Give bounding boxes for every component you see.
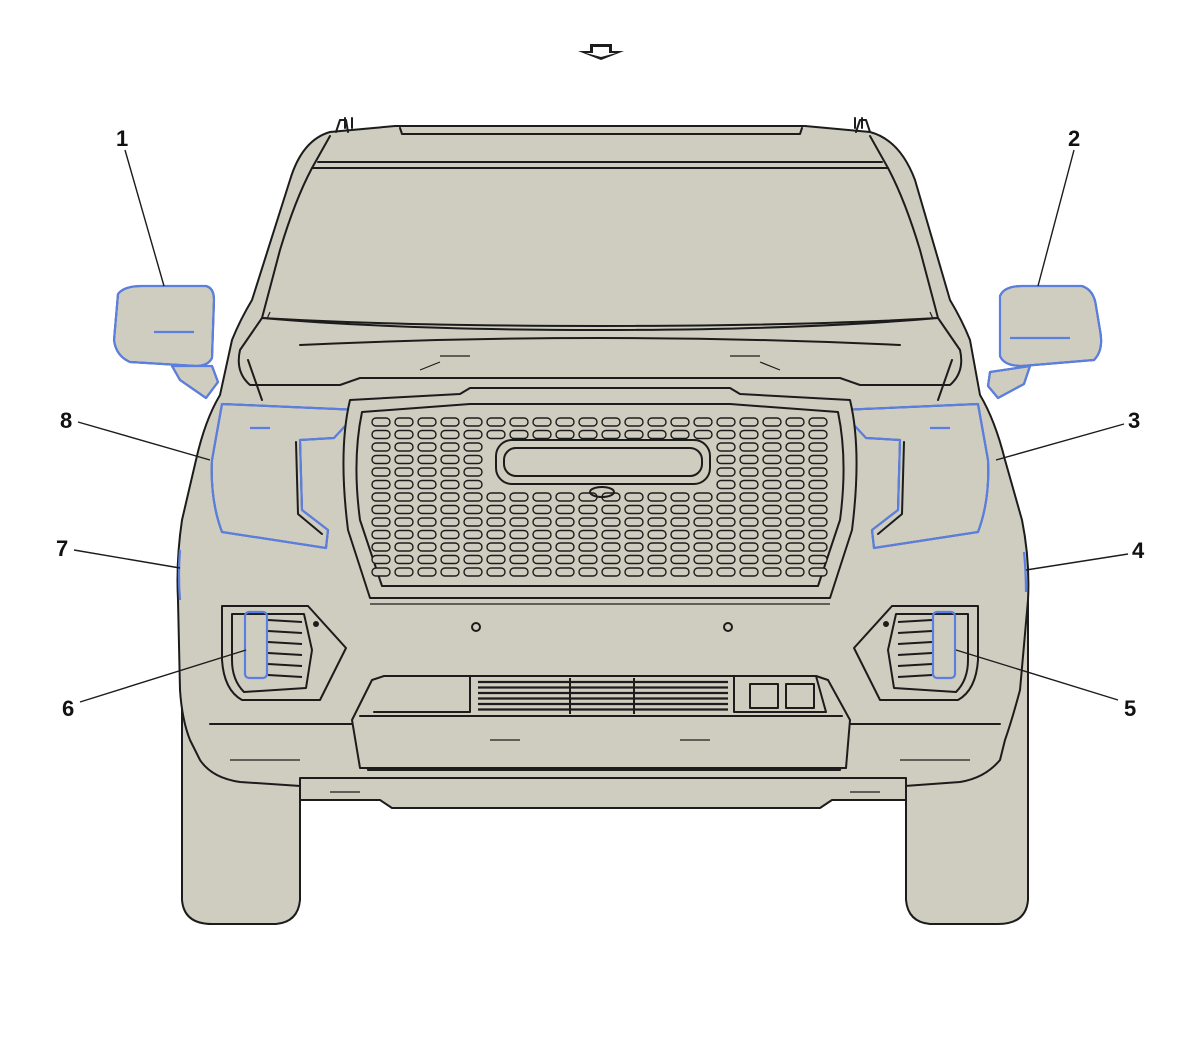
callout-2: 2 bbox=[1068, 126, 1080, 151]
side-mirror-right bbox=[986, 284, 1103, 400]
callout-1: 1 bbox=[116, 126, 128, 151]
callout-8: 8 bbox=[60, 408, 72, 433]
view-direction-arrow-icon bbox=[578, 44, 624, 60]
headlamp-right bbox=[838, 402, 990, 550]
front-grille bbox=[342, 387, 858, 599]
side-marker-left bbox=[177, 549, 182, 601]
grille-emblem-bar bbox=[495, 439, 711, 485]
callout-7: 7 bbox=[56, 536, 68, 561]
fog-lamp-right bbox=[853, 605, 979, 701]
windshield bbox=[261, 161, 939, 331]
headlamp-left bbox=[210, 402, 362, 550]
lower-bumper bbox=[209, 603, 1001, 771]
roof-rails bbox=[311, 117, 889, 169]
callout-leaders bbox=[73, 149, 1129, 703]
grille-mesh bbox=[371, 417, 828, 577]
lower-air-intake bbox=[478, 678, 728, 714]
fog-lamp-left bbox=[221, 605, 347, 701]
callout-4: 4 bbox=[1132, 538, 1145, 563]
side-marker-right bbox=[1022, 551, 1028, 593]
side-mirror-left bbox=[112, 284, 220, 400]
hood bbox=[237, 317, 963, 401]
callout-6: 6 bbox=[62, 696, 74, 721]
callout-3: 3 bbox=[1128, 408, 1140, 433]
callout-5: 5 bbox=[1124, 696, 1136, 721]
